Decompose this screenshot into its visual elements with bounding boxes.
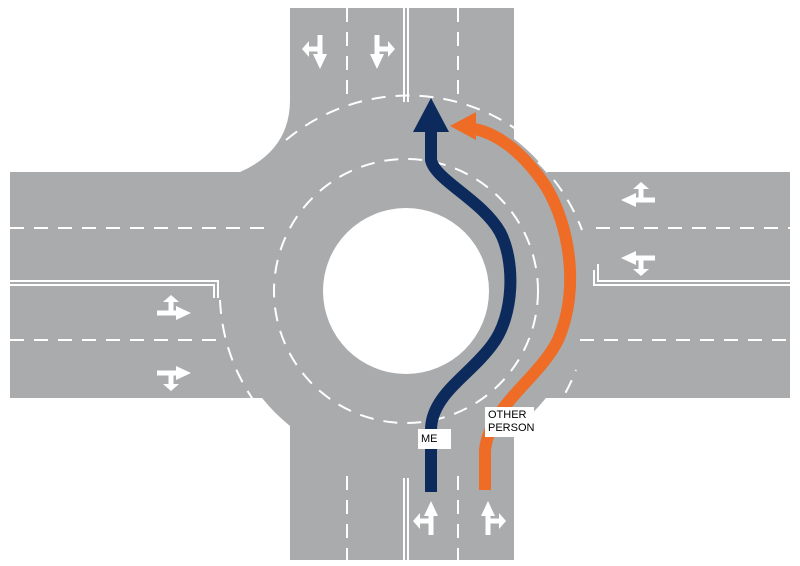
other-path <box>450 112 577 490</box>
lane-markings <box>10 8 790 560</box>
me-arrowhead-icon <box>413 98 449 132</box>
central-island <box>323 208 489 374</box>
other-arrowhead-icon <box>450 112 476 140</box>
other-person-label: OTHER PERSON <box>485 407 534 437</box>
me-path <box>413 98 517 492</box>
me-label: ME <box>418 429 451 449</box>
